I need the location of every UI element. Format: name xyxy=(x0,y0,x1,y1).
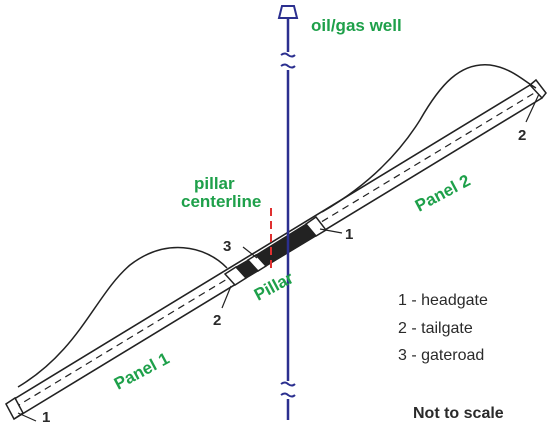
callout-3-gateroad: 3 xyxy=(223,238,231,255)
legend-item-headgate: 1 - headgate xyxy=(398,292,488,309)
panel1-subsidence-curve xyxy=(17,246,228,388)
centerline-label-line2: centerline xyxy=(181,192,261,211)
panel1-label: Panel 1 xyxy=(111,349,172,394)
callout-2-panel1: 2 xyxy=(213,312,221,329)
callout-1-right: 1 xyxy=(345,226,353,243)
panel2-end-entry xyxy=(528,78,547,100)
callout-leader-panel1-end xyxy=(17,412,37,422)
legend-item-gateroad: 3 - gateroad xyxy=(398,347,484,364)
callout-leader-panel1-gate xyxy=(221,285,232,309)
callout-leader-panel2-gate xyxy=(319,228,343,234)
scale-note: Not to scale xyxy=(413,405,504,422)
callout-leader-gateroad xyxy=(242,246,258,259)
centerline-label-line1: pillar xyxy=(194,174,235,193)
callout-leader-panel2-end xyxy=(525,93,540,123)
oil-gas-well xyxy=(277,5,299,420)
pillar-label: Pillar xyxy=(251,268,297,304)
callout-1-left: 1 xyxy=(42,409,50,426)
pillar-right-segment xyxy=(255,223,317,267)
well-break-bottom xyxy=(280,381,296,399)
strip-upper-edge xyxy=(5,84,531,405)
legend-item-tailgate: 2 - tailgate xyxy=(398,320,473,337)
well-break-top xyxy=(280,52,296,70)
legend: 1 - headgate 2 - tailgate 3 - gateroad xyxy=(398,292,488,364)
panel2-label: Panel 2 xyxy=(412,171,473,216)
panel2-subsidence-curve xyxy=(321,64,537,213)
callout-2-panel2: 2 xyxy=(518,127,526,144)
well-label: oil/gas well xyxy=(311,16,402,35)
wellhead-icon xyxy=(277,5,299,19)
